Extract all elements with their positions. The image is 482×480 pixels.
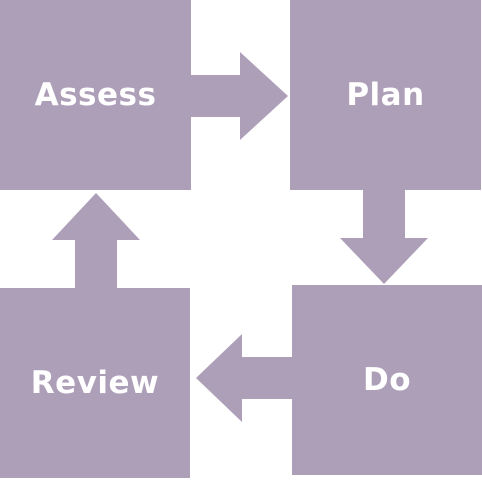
arrow-do-to-review bbox=[196, 334, 292, 422]
step-plan-label: Plan bbox=[346, 77, 425, 113]
step-do: Do bbox=[292, 285, 482, 475]
step-do-label: Do bbox=[362, 362, 412, 398]
step-assess-label: Assess bbox=[34, 77, 157, 113]
arrow-assess-to-plan bbox=[191, 52, 288, 140]
step-review: Review bbox=[0, 288, 190, 478]
arrow-review-to-assess bbox=[52, 193, 140, 288]
arrow-plan-to-do bbox=[340, 190, 428, 284]
step-plan: Plan bbox=[290, 0, 481, 190]
step-assess: Assess bbox=[0, 0, 191, 190]
step-review-label: Review bbox=[30, 365, 160, 401]
